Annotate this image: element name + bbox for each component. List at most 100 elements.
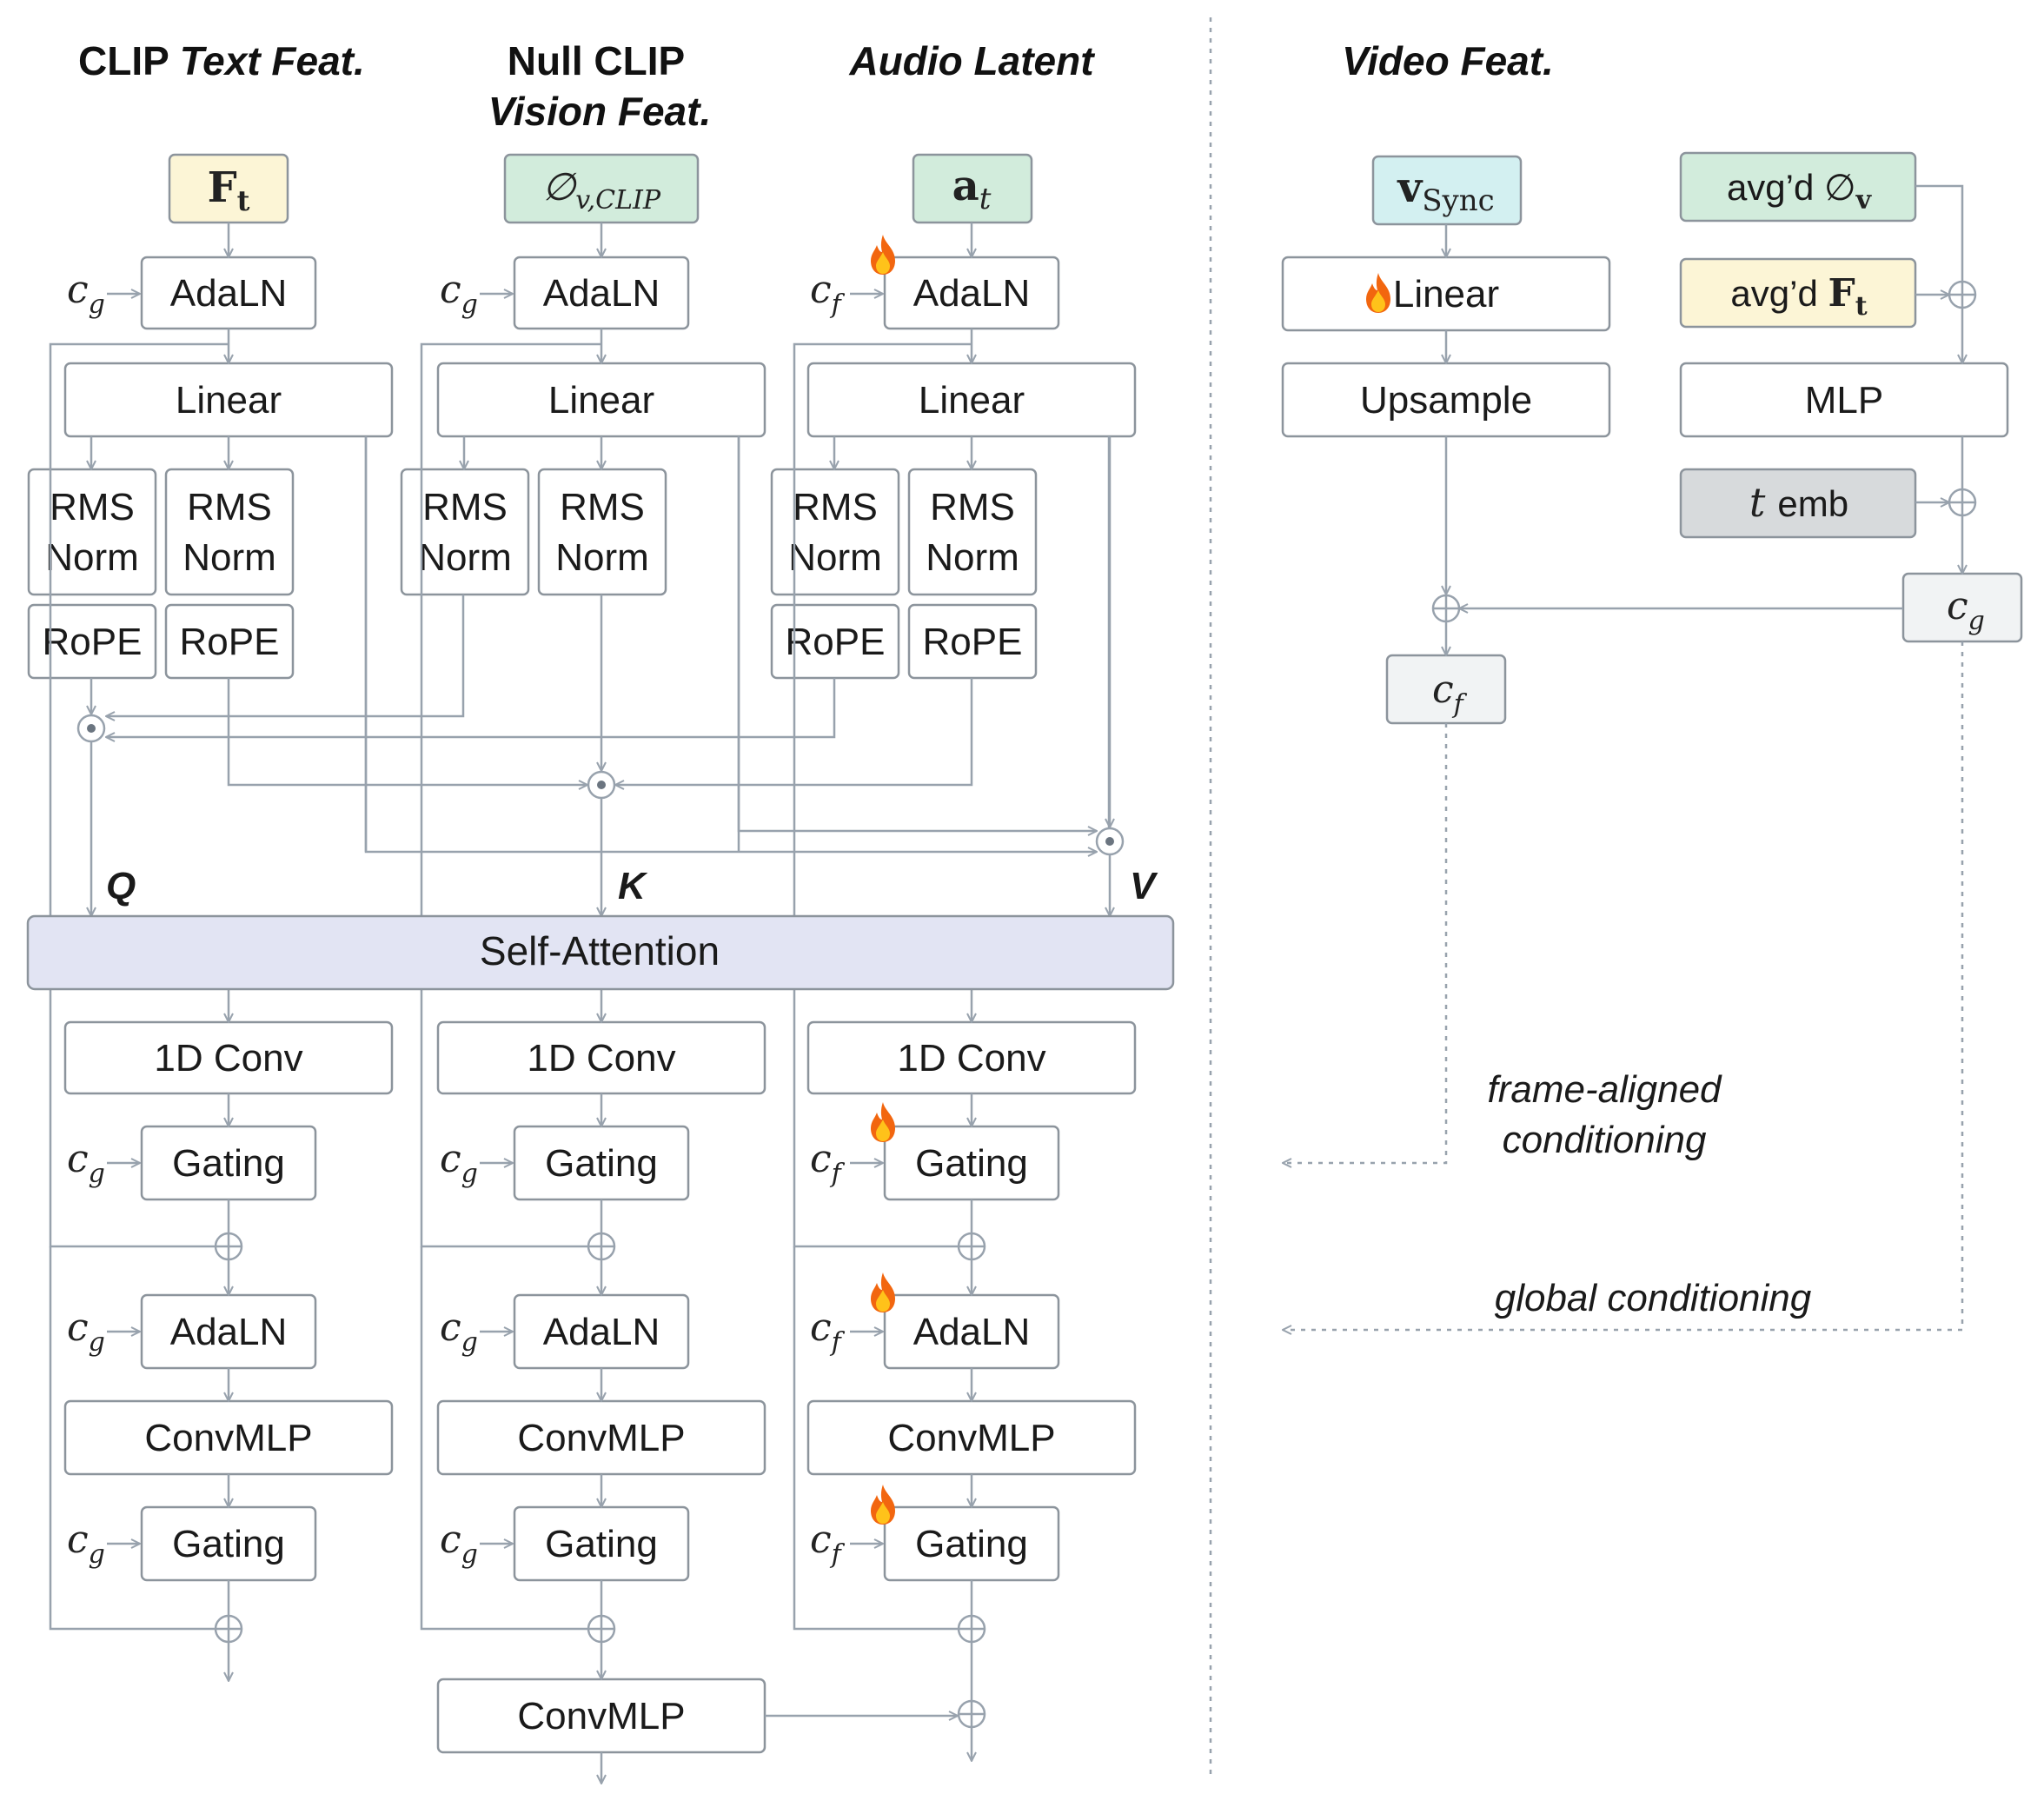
clip-adaln-1: AdaLN: [140, 256, 317, 330]
input-ft: Ft: [168, 153, 289, 224]
v-mul-node: [1095, 827, 1125, 856]
audio-gating-1: Gating: [883, 1125, 1060, 1201]
wire: [49, 342, 229, 916]
null-rmsnorm-k-label: Norm: [555, 536, 649, 579]
null-adaln-2: AdaLN: [513, 1293, 690, 1370]
audio-add-2: [957, 1614, 986, 1644]
frame-aligned-caption-line1: frame-aligned: [1487, 1068, 1722, 1111]
null-convmlp: ConvMLP: [436, 1399, 766, 1476]
k-mul-node: [587, 770, 616, 800]
null-gating-2-cond: cg: [440, 1518, 478, 1570]
audio-convmlp: ConvMLP: [806, 1399, 1137, 1476]
audio-gating-2-fire-icon: [871, 1485, 895, 1525]
wire: [49, 1246, 216, 1631]
wire: [364, 436, 1097, 852]
video-add: [1431, 594, 1461, 623]
wires: [49, 184, 1977, 1784]
clip-gating-2: Gating: [140, 1505, 317, 1582]
audio-rmsnorm-k-label: RMS: [930, 486, 1015, 528]
audio-linear: Linear: [806, 362, 1137, 438]
audio-rope-q-label: RoPE: [786, 621, 886, 663]
mul-node-dot: [597, 781, 606, 789]
wire: [615, 678, 973, 785]
clip-gating-2-cond: cg: [67, 1518, 105, 1570]
clip-gating-1: Gating: [140, 1125, 317, 1201]
wire: [737, 436, 1097, 831]
audio-gating-2: Gating: [883, 1505, 1060, 1582]
global-conditioning-line: [1283, 641, 1964, 1330]
clip-rmsnorm-q-label: Norm: [45, 536, 139, 579]
video-upsample: Upsample: [1281, 362, 1611, 438]
audio-rmsnorm-q-label: Norm: [788, 536, 882, 579]
input-vsync: vSync: [1371, 155, 1523, 226]
clip-rmsnorm-q-label: RMS: [50, 486, 135, 528]
svg-text:Self-Attention: Self-Attention: [480, 928, 720, 973]
mul-node-dot: [1105, 837, 1114, 846]
clip-adaln-1-cond: cg: [67, 268, 105, 320]
audio-add-1: [957, 1232, 986, 1261]
clip-rope-k: RoPE: [164, 603, 295, 680]
null-conv1d: 1D Conv: [436, 1020, 766, 1095]
null-gating-2: Gating: [513, 1505, 690, 1582]
null-gating-1: Gating: [513, 1125, 690, 1201]
svg-text:at: at: [952, 162, 992, 216]
null-gating-2-label: Gating: [545, 1523, 658, 1565]
video-linear-label: Linear: [1393, 273, 1499, 316]
null-linear-label: Linear: [548, 379, 654, 422]
wire: [106, 595, 465, 716]
input-avg-ft: avg’d Ft: [1679, 257, 1917, 329]
null-convmlp-extra-label: ConvMLP: [517, 1695, 685, 1738]
wire: [793, 1246, 959, 1631]
cg-label: cg: [1947, 584, 1985, 636]
input-null-clip-vision: ∅v,CLIP: [503, 153, 700, 224]
svg-text:∅v,CLIP: ∅v,CLIP: [542, 165, 661, 216]
clip-linear: Linear: [63, 362, 394, 438]
audio-linear-label: Linear: [919, 379, 1025, 422]
null-adaln-1-label: AdaLN: [543, 272, 660, 315]
audio-adaln-2-fire-icon: [871, 1272, 895, 1312]
audio-rmsnorm-q-label: RMS: [793, 486, 878, 528]
clip-adaln-1-label: AdaLN: [170, 272, 288, 315]
clip-gating-1-label: Gating: [172, 1142, 285, 1185]
audio-gating-1-cond: cf: [810, 1137, 846, 1189]
temb-add: [1948, 488, 1977, 517]
null-gating-1-label: Gating: [545, 1142, 658, 1185]
mlp-block-rect: [1679, 362, 2009, 438]
clip-rmsnorm-k-label: RMS: [187, 486, 272, 528]
svg-text:Ft: Ft: [208, 163, 250, 217]
audio-adaln-1-cond: cf: [810, 268, 846, 320]
wire: [420, 1246, 588, 1631]
clip-adaln-2-label: AdaLN: [170, 1311, 288, 1353]
audio-gating-2-cond: cf: [810, 1518, 846, 1570]
audio-adaln-1-label: AdaLN: [913, 272, 1031, 315]
header-audio-latent: Audio Latent: [848, 38, 1095, 83]
header-null-clip-line1: Null CLIP: [508, 38, 685, 83]
v-label: V: [1130, 865, 1158, 907]
mlp-block: MLP: [1679, 362, 2009, 438]
clip-rope-k-label: RoPE: [180, 621, 280, 663]
clip-rmsnorm-q: RMS Norm: [27, 468, 157, 596]
null-rmsnorm-q-label: RMS: [422, 486, 508, 528]
video-linear: Linear: [1281, 256, 1611, 332]
audio-gating-1-label: Gating: [915, 1142, 1028, 1185]
wire: [106, 678, 836, 737]
audio-convmlp-label: ConvMLP: [887, 1417, 1055, 1459]
audio-gating-2-label: Gating: [915, 1523, 1028, 1565]
clip-conv1d-label: 1D Conv: [154, 1037, 302, 1080]
clip-convmlp: ConvMLP: [63, 1399, 394, 1476]
audio-conv1d: 1D Conv: [806, 1020, 1137, 1095]
clip-add-2: [214, 1614, 243, 1644]
null-conv1d-label: 1D Conv: [527, 1037, 675, 1080]
audio-rope-k: RoPE: [907, 603, 1038, 680]
null-adaln-1-cond: cg: [440, 268, 478, 320]
null-adaln-1: AdaLN: [513, 256, 690, 330]
input-avg-null-v: avg’d ∅v: [1679, 151, 1917, 223]
clip-convmlp-label: ConvMLP: [144, 1417, 312, 1459]
svg-text:avg’d Ft: avg’d Ft: [1730, 271, 1867, 322]
